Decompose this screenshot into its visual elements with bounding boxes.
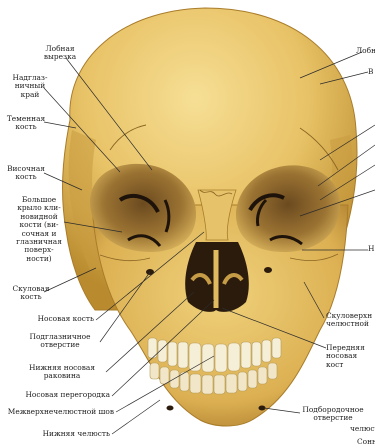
label-intermaxillary-suture: Межверхнечелюстной шов (0, 408, 114, 416)
label-zygomaticomaxillary: Скуловерхн челюстной (326, 312, 375, 329)
label-right-cut-1: В (368, 68, 375, 76)
label-bottom-cut: Сонн (357, 438, 375, 446)
label-inferior-concha: Нижняя носовая раковина (20, 364, 104, 381)
label-parietal-bone: Теменная кость (4, 115, 48, 132)
label-anterior-nasal-spine: Передняя носовая кост (326, 344, 375, 369)
label-infraorbital-foramen: Подглазничное отверстие (22, 333, 98, 350)
label-nasal-bone: Носовая кость (10, 315, 94, 323)
label-temporal-bone: Височная кость (4, 165, 48, 182)
label-chin-cut: челюст (350, 425, 375, 433)
label-zygomatic-bone: Скуловая кость (10, 285, 52, 302)
label-nasal-septum: Носовая перегородка (2, 391, 110, 399)
label-mental-foramen: Подбородочное отверстие (296, 406, 370, 423)
label-frontal-notch: Лобная вырезка (38, 45, 82, 62)
label-right-cut-2: Н (368, 245, 375, 253)
label-greater-wing: Большое крыло кли- новидной кости (ви- с… (12, 196, 66, 263)
label-supraorbital-margin: Надглаз- ничный край (10, 74, 50, 99)
label-frontal-bone: Лобн (356, 47, 375, 55)
label-mandible: Нижняя челюсть (34, 430, 110, 438)
